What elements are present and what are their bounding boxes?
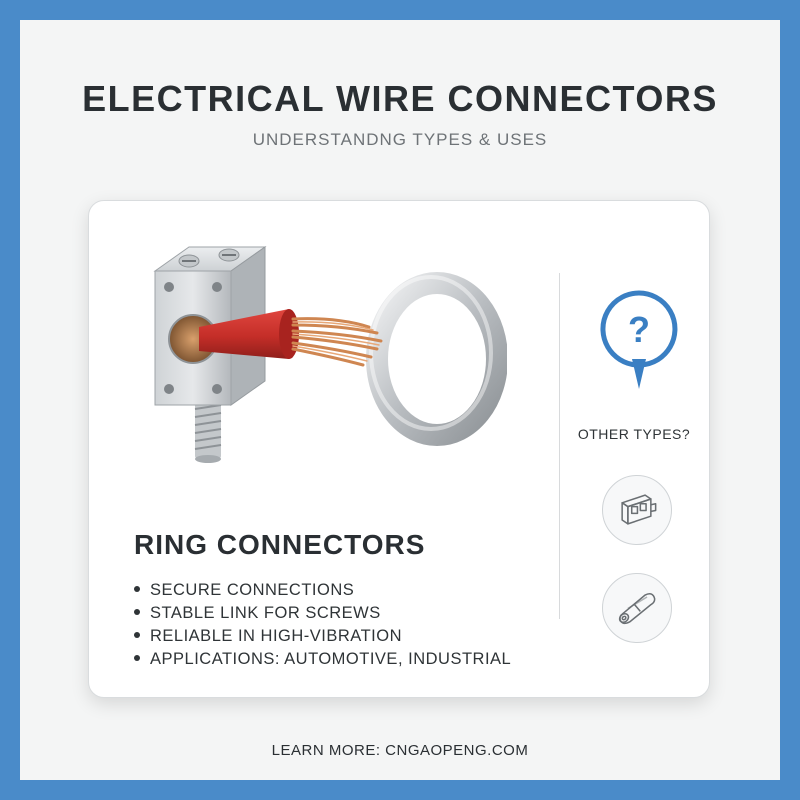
- feature-item: STABLE LINK FOR SCREWS: [134, 602, 511, 625]
- bullet-icon: [134, 631, 140, 638]
- ring-terminal-connector-icon: [153, 246, 507, 463]
- question-marker-icon[interactable]: ?: [599, 289, 679, 401]
- feature-item: RELIABLE IN HIGH-VIBRATION: [134, 625, 511, 648]
- butt-splice-connector-icon[interactable]: [602, 573, 672, 643]
- feature-item: APPLICATIONS: AUTOMOTIVE, INDUSTRIAL: [134, 648, 511, 671]
- question-mark: ?: [628, 309, 650, 350]
- feature-list: SECURE CONNECTIONS STABLE LINK FOR SCREW…: [134, 579, 511, 671]
- connector-heading: RING CONNECTORS: [134, 529, 426, 560]
- bullet-icon: [134, 608, 140, 615]
- bullet-icon: [134, 585, 140, 592]
- page-title: ELECTRICAL WIRE CONNECTORS: [82, 78, 718, 119]
- vertical-divider: [559, 273, 560, 619]
- connector-card: RING CONNECTORS SECURE CONNECTIONS STABL…: [88, 200, 710, 698]
- bullet-icon: [134, 654, 140, 661]
- plug-connector-icon[interactable]: [602, 475, 672, 545]
- feature-item: SECURE CONNECTIONS: [134, 579, 511, 602]
- poster-frame: ELECTRICAL WIRE CONNECTORS UNDERSTANDNG …: [20, 20, 780, 780]
- page-subtitle: UNDERSTANDNG TYPES & USES: [252, 130, 548, 149]
- learn-more-link[interactable]: LEARN MORE: CNGAOPENG.COM: [271, 742, 529, 759]
- other-types-label[interactable]: OTHER TYPES?: [577, 426, 691, 442]
